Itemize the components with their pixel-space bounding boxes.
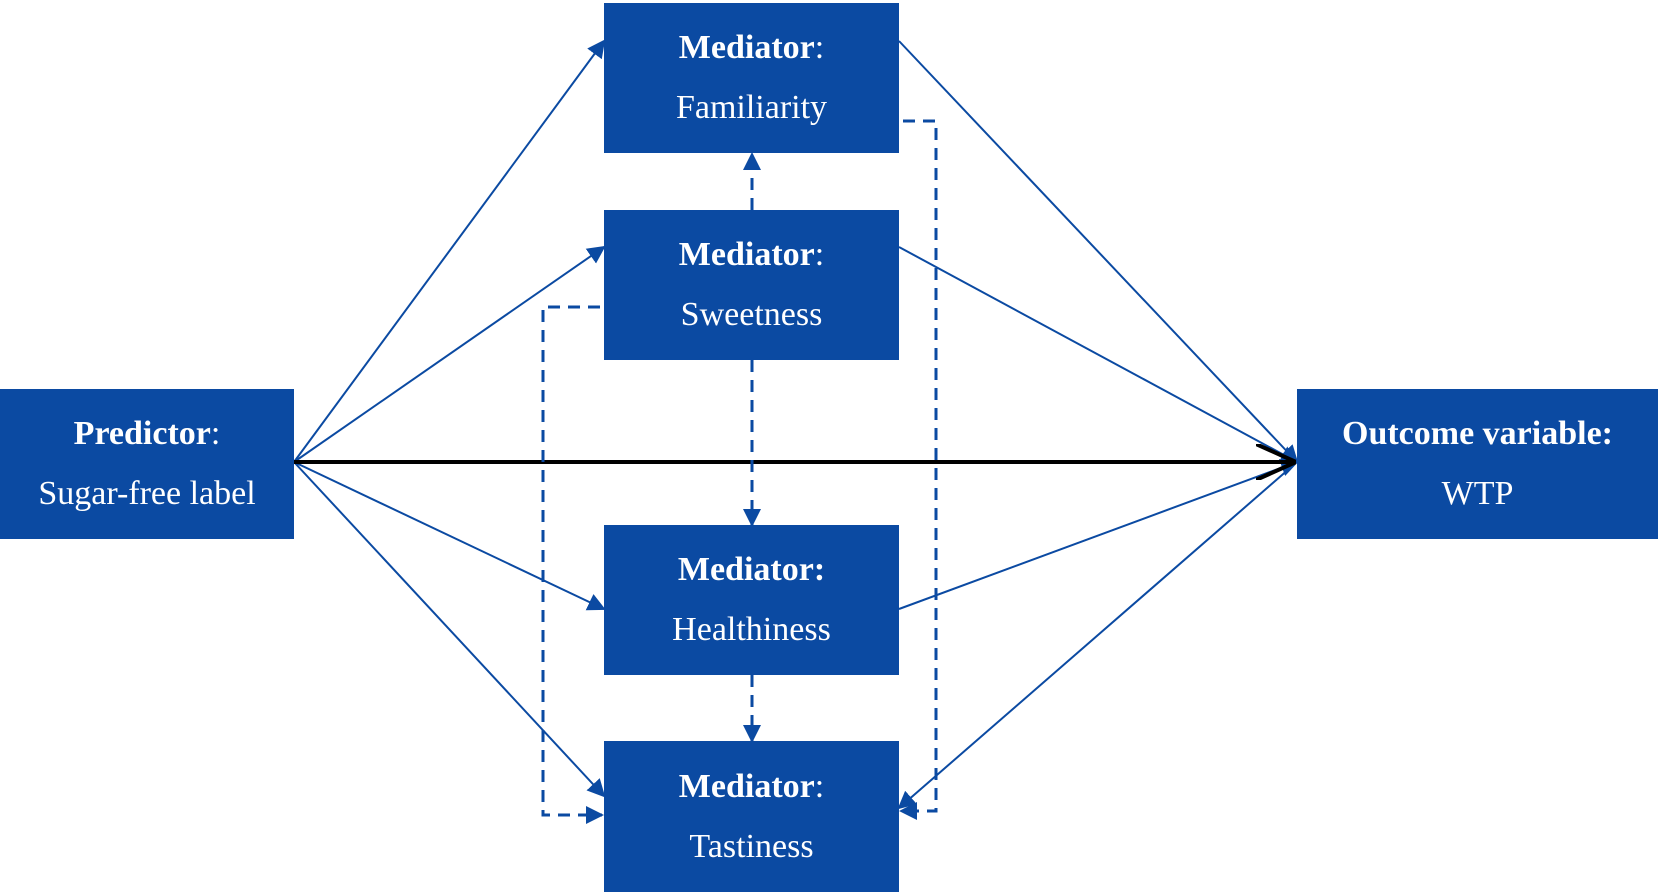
- predictor-role-line: Predictor:: [74, 417, 221, 451]
- sweetness-role-line: Mediator:: [679, 238, 824, 272]
- outcome-role-line: Outcome variable:: [1342, 417, 1613, 451]
- edge-sweetness-outcome: [898, 246, 1299, 463]
- outcome-name: WTP: [1441, 475, 1514, 512]
- tastiness-role-line: Mediator:: [678, 767, 825, 805]
- mediator-familiarity-node: Mediator: Familiarity: [604, 3, 899, 153]
- mediator-sweetness-node: Mediator: Sweetness: [604, 210, 899, 360]
- edge-predictor-familiarity: [293, 39, 606, 463]
- mediator-tastiness-node: Mediator: Tastiness: [604, 741, 899, 892]
- outcome-role: Outcome variable: [1342, 415, 1602, 452]
- edge-familiarity-outcome: [898, 40, 1299, 464]
- familiarity-role-line: Mediator:: [679, 31, 824, 65]
- tastiness-name: Tastiness: [689, 827, 814, 865]
- predictor-node: Predictor: Sugar-free label: [0, 389, 294, 539]
- outcome-separator: :: [1601, 415, 1613, 452]
- outcome-node: Outcome variable: WTP: [1297, 389, 1658, 539]
- tastiness-separator: :: [814, 767, 825, 805]
- edge-sweetness-tastiness: [541, 305, 604, 824]
- sweetness-separator: :: [814, 236, 825, 273]
- edge-predictor-tastiness: [293, 461, 606, 798]
- healthiness-role-line: Mediator:: [678, 553, 825, 587]
- sweetness-name: Sweetness: [680, 296, 823, 333]
- tastiness-role: Mediator: [678, 767, 815, 805]
- predictor-name: Sugar-free label: [38, 475, 256, 512]
- edge-familiarity-tastiness: [899, 119, 938, 820]
- familiarity-name: Familiarity: [675, 89, 828, 126]
- healthiness-name: Healthiness: [672, 611, 831, 648]
- mediator-healthiness-node: Mediator: Healthiness: [604, 525, 899, 675]
- edge-healthiness-outcome: [898, 459, 1299, 610]
- healthiness-role: Mediator: [677, 551, 814, 588]
- sweetness-role: Mediator: [678, 236, 815, 273]
- familiarity-separator: :: [814, 29, 825, 66]
- healthiness-separator: :: [813, 551, 826, 588]
- predictor-role: Predictor: [73, 415, 211, 452]
- predictor-separator: :: [210, 415, 221, 452]
- edge-outcome-tastiness: [897, 461, 1298, 810]
- edge-predictor-sweetness: [293, 245, 606, 463]
- familiarity-role: Mediator: [678, 29, 815, 66]
- edge-predictor-healthiness: [293, 461, 606, 611]
